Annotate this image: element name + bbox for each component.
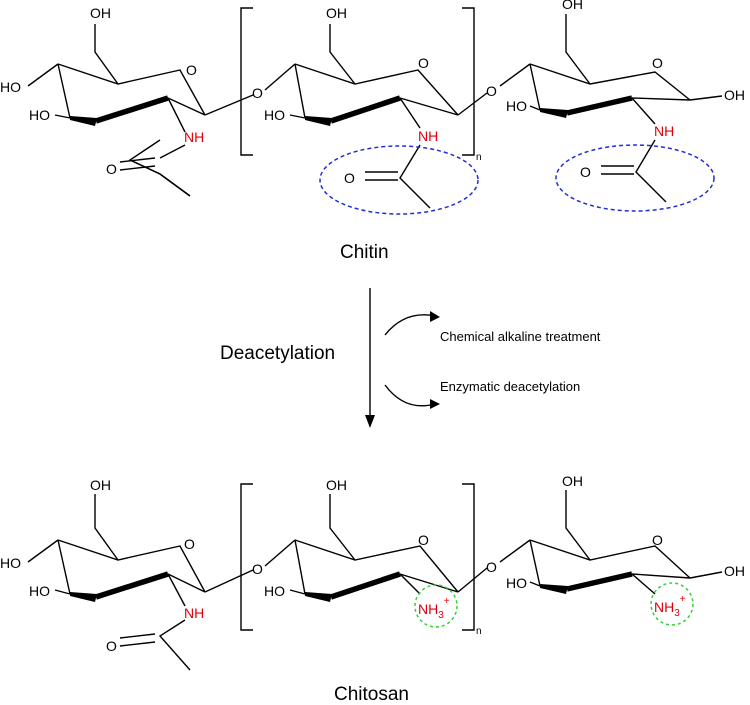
ring-oxygen: O: [184, 536, 195, 552]
carbonyl-oxygen: O: [106, 638, 117, 654]
ch2oh-hydroxyl: OH: [90, 5, 111, 21]
chitin-title: Chitin: [340, 242, 389, 263]
repeat-bracket-left: [240, 7, 253, 156]
amide-nh: NH: [418, 128, 438, 144]
chitosan-unit-1: O OH HO HO NH O: [0, 477, 206, 671]
chitin-unit-2: O OH HO NH O: [264, 5, 479, 215]
repeat-index: n: [476, 626, 482, 637]
acetyl-highlight-ellipse: [319, 145, 479, 215]
ring-oxygen: O: [418, 55, 429, 71]
ammonium-group: NH3+: [654, 594, 686, 619]
method-enzymatic: Enzymatic deacetylation: [440, 379, 580, 394]
reaction-arrow-head: [365, 415, 375, 428]
ammonium-highlight-circle: [414, 584, 458, 628]
ammonium-group: NH3+: [418, 596, 450, 621]
curved-arrow-2: [384, 384, 436, 407]
chitosan-unit-2: O OH HO NH3+: [264, 477, 459, 628]
glycosidic-oxygen-2: O: [486, 559, 497, 575]
c3-hydroxyl: HO: [506, 98, 527, 114]
glycosidic-oxygen-1: O: [252, 85, 263, 101]
repeat-bracket-right: [462, 7, 475, 156]
c4-hydroxyl: HO: [0, 79, 21, 95]
c3-hydroxyl: HO: [264, 107, 285, 123]
amide-nh: NH: [184, 129, 204, 145]
c3-hydroxyl: HO: [506, 575, 527, 591]
c4-hydroxyl: HO: [0, 555, 21, 571]
ch2oh-hydroxyl: OH: [326, 5, 347, 21]
carbonyl-oxygen: O: [344, 170, 355, 186]
c3-hydroxyl: HO: [264, 583, 285, 599]
ammonium-highlight-circle: [650, 582, 694, 626]
glycosidic-oxygen-2: O: [486, 83, 497, 99]
amide-nh: NH: [184, 605, 204, 621]
ring-oxygen: O: [652, 532, 663, 548]
c3-hydroxyl: HO: [29, 583, 50, 599]
process-label: Deacetylation: [220, 343, 335, 364]
chitin-unit-1: O OH HO HO NH O: [0, 5, 206, 197]
anomeric-hydroxyl: OH: [724, 87, 745, 103]
ch2oh-hydroxyl: OH: [562, 473, 583, 489]
carbonyl-oxygen: O: [580, 164, 591, 180]
chitin-structure: O OH HO HO NH O O n: [0, 0, 745, 263]
ring-oxygen: O: [186, 62, 197, 78]
chitin-unit-3: O OH HO OH NH O: [506, 0, 745, 212]
ch2oh-hydroxyl: OH: [90, 477, 111, 493]
ring-oxygen: O: [652, 55, 663, 71]
acetyl-highlight-ellipse: [555, 144, 715, 212]
ch2oh-hydroxyl: OH: [326, 477, 347, 493]
chitosan-title: Chitosan: [334, 684, 409, 705]
deacetylation-process: Deacetylation Chemical alkaline treatmen…: [220, 288, 601, 428]
chitosan-structure: O OH HO HO NH O O n O OH HO NH3+: [0, 473, 745, 705]
repeat-bracket-right: [462, 483, 475, 631]
anomeric-hydroxyl: OH: [724, 563, 745, 579]
glycosidic-oxygen-1: O: [252, 561, 263, 577]
curved-arrow-1: [384, 314, 436, 336]
ch2oh-hydroxyl: OH: [562, 0, 583, 12]
amide-nh: NH: [654, 123, 674, 139]
c3-hydroxyl: HO: [29, 107, 50, 123]
chitosan-unit-3: O OH HO OH NH3+: [506, 473, 745, 626]
repeat-bracket-left: [240, 483, 253, 631]
repeat-index: n: [476, 152, 482, 163]
carbonyl-oxygen: O: [106, 161, 117, 177]
method-chemical: Chemical alkaline treatment: [440, 329, 601, 344]
ring-oxygen: O: [418, 532, 429, 548]
